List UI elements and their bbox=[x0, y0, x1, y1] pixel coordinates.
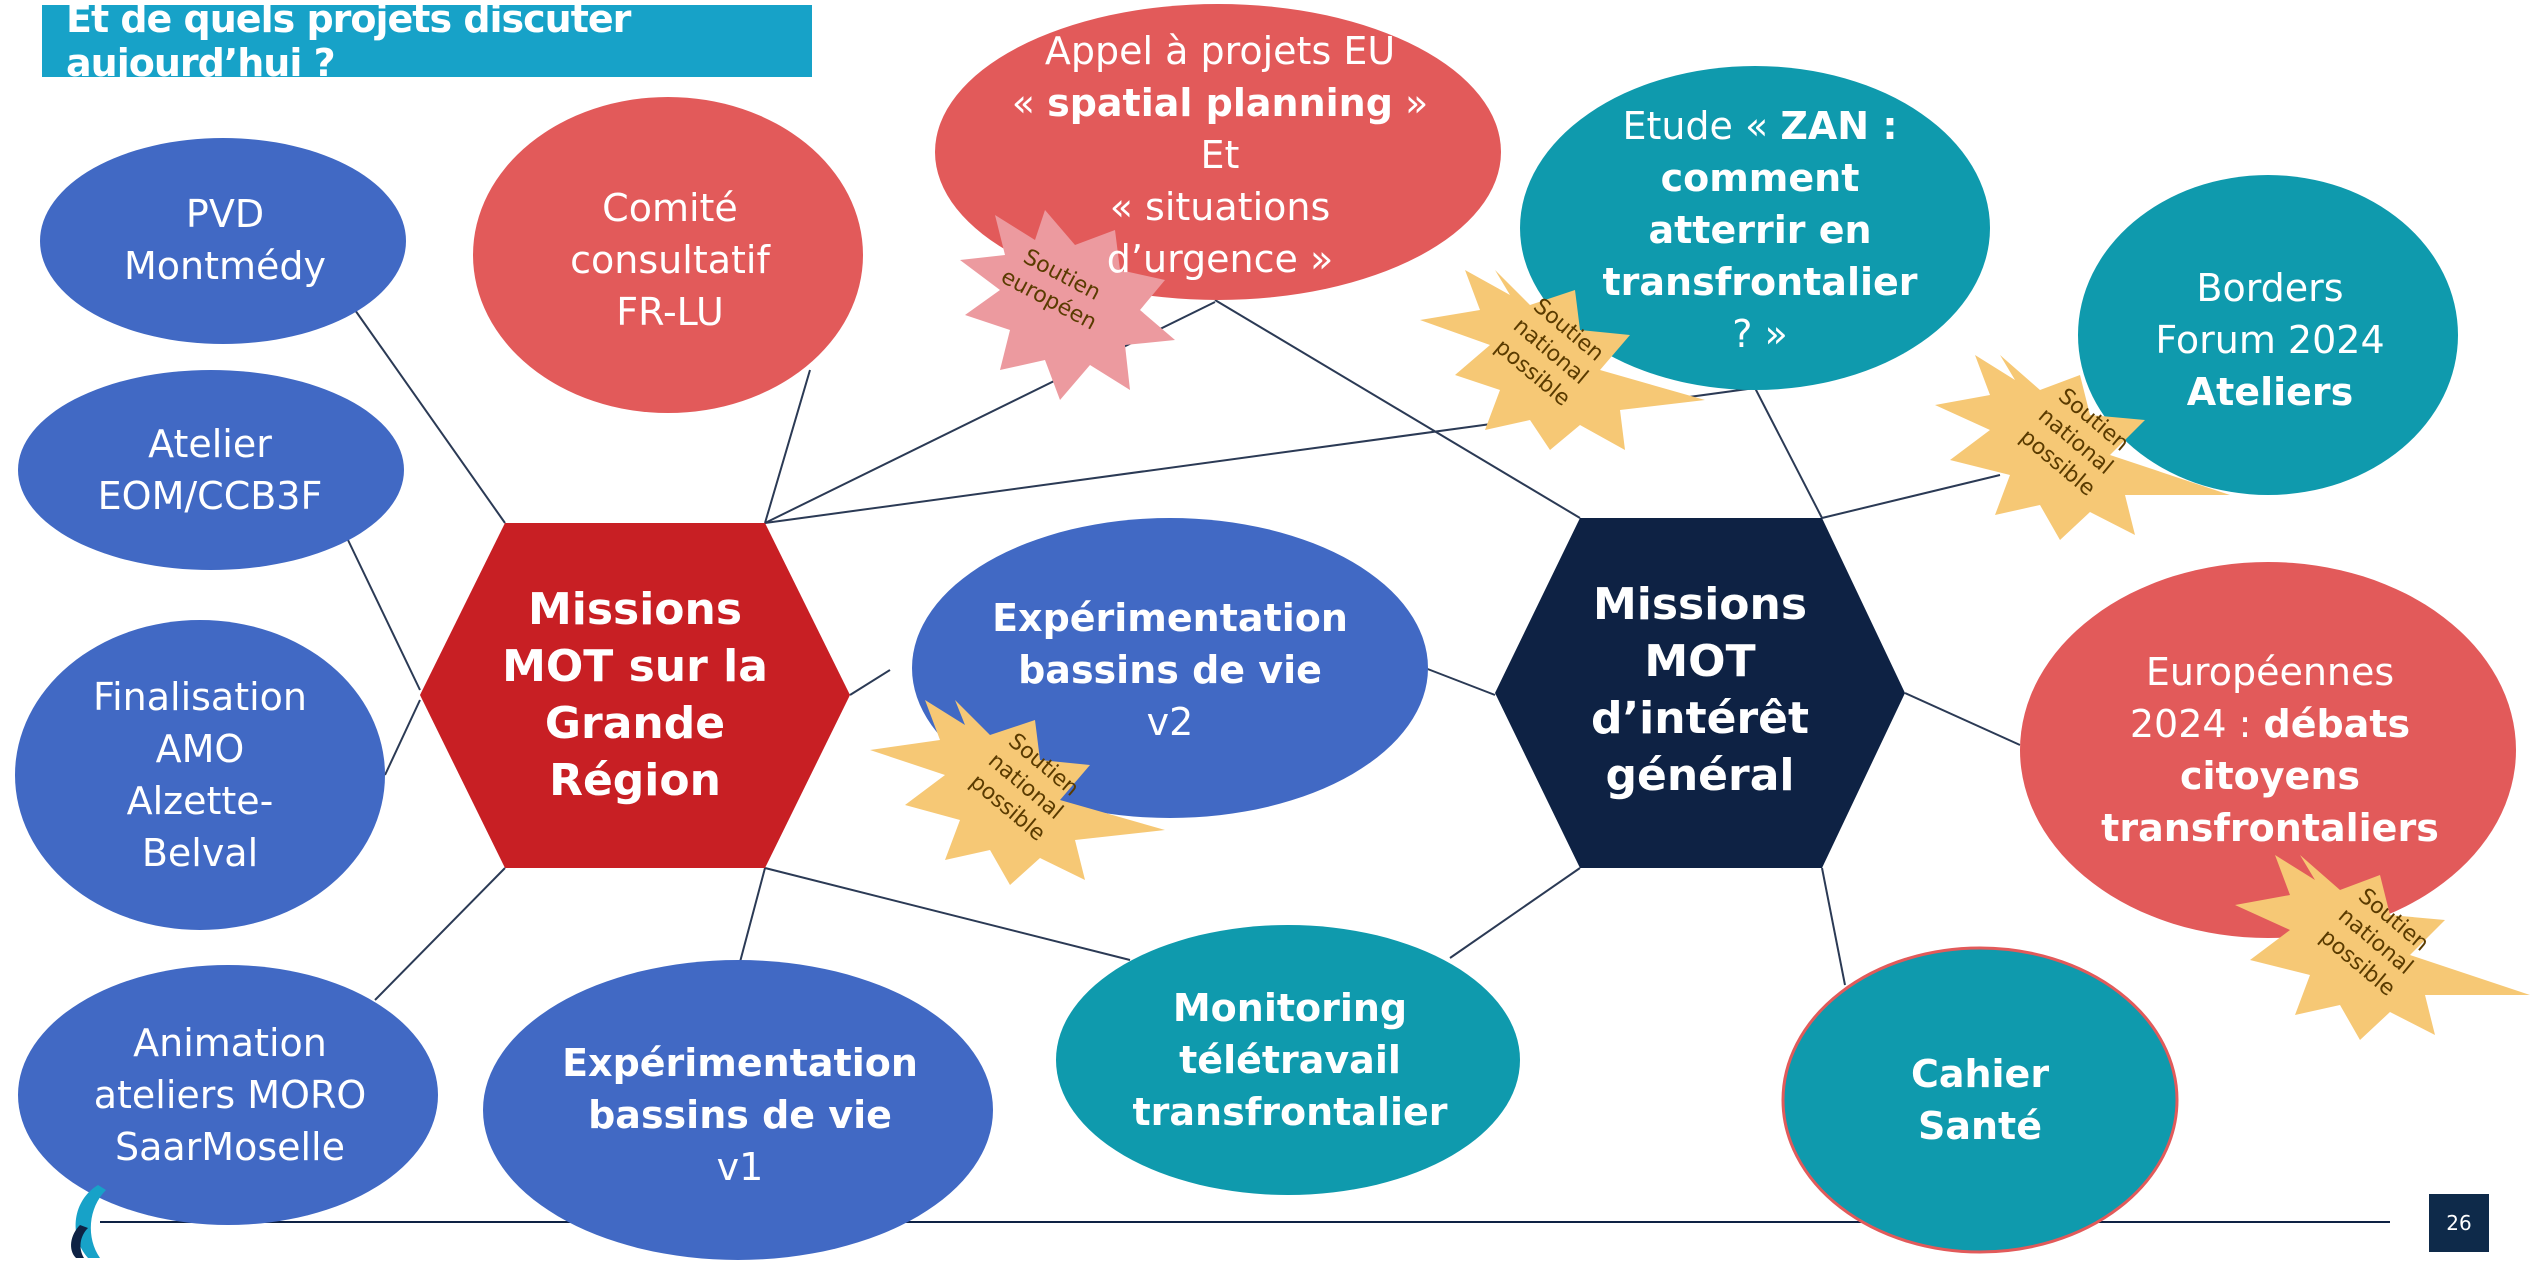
page-number: 26 bbox=[2429, 1194, 2489, 1252]
slide-title: Et de quels projets discuter aujourd’hui… bbox=[66, 0, 631, 85]
node-exp-v1 bbox=[483, 960, 993, 1260]
slide-title-banner: Et de quels projets discuter aujourd’hui… bbox=[42, 0, 812, 85]
node-finalisation-amo bbox=[15, 620, 385, 930]
burst-soutien-europeen bbox=[960, 210, 1175, 400]
node-etude-zan bbox=[1520, 66, 1990, 390]
node-comite-consultatif bbox=[473, 97, 863, 413]
hub-mot-grande-region bbox=[420, 523, 850, 868]
node-appel-projets bbox=[935, 4, 1501, 300]
burst-soutien-national-2 bbox=[1935, 355, 2230, 540]
node-animation-moro bbox=[18, 965, 438, 1225]
node-europeennes bbox=[2020, 562, 2516, 938]
burst-soutien-national-4 bbox=[2235, 855, 2530, 1040]
node-exp-v2 bbox=[912, 518, 1428, 818]
node-atelier-eom bbox=[18, 370, 404, 570]
node-borders-forum bbox=[2078, 175, 2458, 495]
node-monitoring bbox=[1056, 925, 1520, 1195]
node-pvd-montmedy bbox=[40, 138, 406, 344]
organization-logo bbox=[71, 1185, 106, 1258]
burst-soutien-national-1 bbox=[1420, 270, 1705, 450]
node-cahier-sante bbox=[1781, 946, 2179, 1254]
hub-mot-interet-general bbox=[1495, 518, 1905, 868]
burst-soutien-national-3 bbox=[870, 700, 1165, 885]
